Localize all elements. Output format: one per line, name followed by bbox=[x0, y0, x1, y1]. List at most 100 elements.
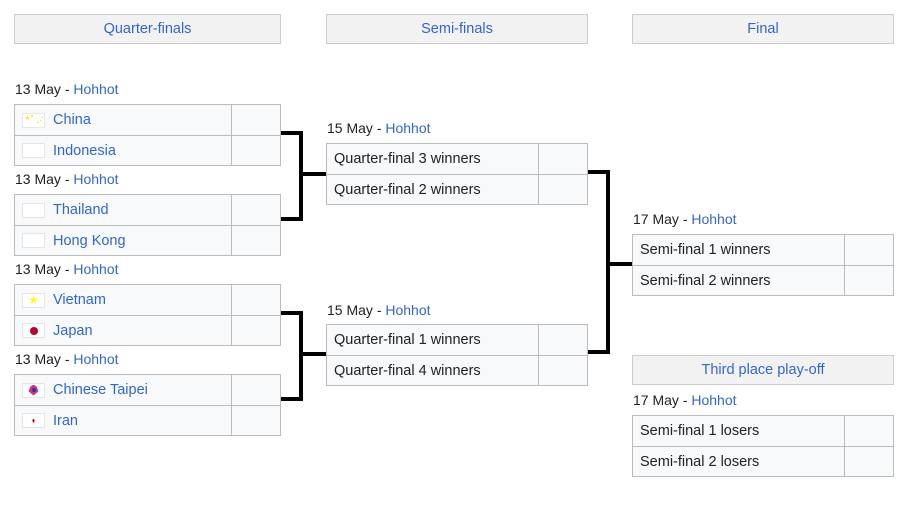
score-cell bbox=[232, 136, 280, 165]
match-row[interactable]: Semi-final 2 losers bbox=[633, 446, 893, 476]
score-cell bbox=[539, 144, 587, 174]
match-row[interactable]: Vietnam bbox=[15, 285, 280, 315]
connector-qf2-to-sf1 bbox=[281, 217, 303, 221]
match-row[interactable]: Iran bbox=[15, 405, 280, 435]
team-name[interactable]: Iran bbox=[53, 412, 78, 429]
score-cell bbox=[845, 447, 893, 476]
match-date-sf2: 15 May - Hohhot bbox=[327, 302, 431, 318]
match-row[interactable]: Indonesia bbox=[15, 135, 280, 165]
connector-sf1-stem bbox=[299, 172, 326, 176]
venue-link[interactable]: Hohhot bbox=[385, 302, 431, 318]
venue-link[interactable]: Hohhot bbox=[73, 351, 119, 367]
team-cell[interactable]: Indonesia bbox=[15, 136, 232, 165]
connector-vertical-sf1-upper bbox=[299, 131, 303, 221]
team-name[interactable]: Thailand bbox=[53, 202, 109, 218]
team-name[interactable]: China bbox=[53, 112, 91, 128]
match-date-qf4: 13 May - Hohhot bbox=[15, 351, 119, 367]
venue-link[interactable]: Hohhot bbox=[73, 261, 119, 277]
score-cell bbox=[232, 226, 280, 255]
match-sf1: Quarter-final 3 winners Quarter-final 2 … bbox=[326, 143, 588, 205]
team-name: Quarter-final 1 winners bbox=[334, 332, 481, 348]
match-qf3: Vietnam Japan bbox=[14, 284, 281, 346]
team-cell: Quarter-final 3 winners bbox=[327, 144, 539, 174]
connector-vertical-sf2-lower bbox=[299, 311, 303, 401]
round-header-third-place[interactable]: Third place play-off bbox=[632, 355, 894, 385]
match-row[interactable]: Quarter-final 4 winners bbox=[327, 355, 587, 385]
date-separator: - bbox=[376, 120, 382, 136]
date-separator: - bbox=[64, 351, 70, 367]
match-row[interactable]: Chinese Taipei bbox=[15, 375, 280, 405]
team-cell: Quarter-final 4 winners bbox=[327, 356, 539, 385]
venue-link[interactable]: Hohhot bbox=[385, 120, 431, 136]
score-cell bbox=[845, 416, 893, 446]
match-row[interactable]: Thailand bbox=[15, 195, 280, 225]
connector-sf2-stem bbox=[299, 352, 326, 356]
team-name[interactable]: Vietnam bbox=[53, 292, 106, 308]
flag-iran-icon bbox=[22, 413, 45, 428]
date-text: 15 May bbox=[327, 120, 373, 136]
date-text: 17 May bbox=[633, 211, 679, 227]
team-cell[interactable]: Vietnam bbox=[15, 285, 232, 315]
team-name: Semi-final 2 winners bbox=[640, 272, 771, 289]
match-row[interactable]: Hong Kong bbox=[15, 225, 280, 255]
match-third-place: Semi-final 1 losers Semi-final 2 losers bbox=[632, 415, 894, 477]
team-name: Quarter-final 2 winners bbox=[334, 181, 481, 198]
round-header-semi-finals[interactable]: Semi-finals bbox=[326, 14, 588, 44]
match-date-qf1: 13 May - Hohhot bbox=[15, 81, 119, 97]
team-cell[interactable]: Iran bbox=[15, 406, 232, 435]
team-name[interactable]: Chinese Taipei bbox=[53, 382, 148, 398]
team-name: Quarter-final 4 winners bbox=[334, 362, 481, 379]
team-name: Semi-final 1 winners bbox=[640, 242, 771, 258]
match-date-qf3: 13 May - Hohhot bbox=[15, 261, 119, 277]
match-row[interactable]: Quarter-final 2 winners bbox=[327, 174, 587, 204]
team-name[interactable]: Indonesia bbox=[53, 142, 116, 159]
team-cell[interactable]: Chinese Taipei bbox=[15, 375, 232, 405]
score-cell bbox=[232, 195, 280, 225]
date-text: 13 May bbox=[15, 351, 61, 367]
team-name[interactable]: Japan bbox=[53, 322, 93, 339]
score-cell bbox=[232, 375, 280, 405]
match-row[interactable]: Semi-final 1 losers bbox=[633, 416, 893, 446]
team-cell: Quarter-final 2 winners bbox=[327, 175, 539, 204]
match-sf2: Quarter-final 1 winners Quarter-final 4 … bbox=[326, 324, 588, 386]
date-text: 13 May bbox=[15, 171, 61, 187]
flag-vietnam-icon bbox=[22, 292, 45, 308]
connector-qf4-to-sf2 bbox=[281, 397, 303, 401]
venue-link[interactable]: Hohhot bbox=[691, 392, 737, 408]
team-cell[interactable]: China bbox=[15, 105, 232, 135]
match-row[interactable]: Semi-final 1 winners bbox=[633, 235, 893, 265]
connector-sf2-to-final bbox=[588, 350, 610, 354]
flag-japan-icon bbox=[22, 323, 45, 338]
score-cell bbox=[845, 235, 893, 265]
team-name: Quarter-final 3 winners bbox=[334, 151, 481, 167]
match-row[interactable]: Quarter-final 1 winners bbox=[327, 325, 587, 355]
venue-link[interactable]: Hohhot bbox=[73, 171, 119, 187]
round-header-label: Third place play-off bbox=[701, 362, 825, 378]
team-cell[interactable]: Japan bbox=[15, 316, 232, 345]
venue-link[interactable]: Hohhot bbox=[691, 211, 737, 227]
team-cell[interactable]: Thailand bbox=[15, 195, 232, 225]
connector-qf1-to-sf1 bbox=[281, 131, 303, 135]
round-header-label: Quarter-finals bbox=[103, 21, 192, 37]
match-row[interactable]: Semi-final 2 winners bbox=[633, 265, 893, 295]
match-row[interactable]: Japan bbox=[15, 315, 280, 345]
flag-china-icon bbox=[22, 112, 45, 128]
round-header-final[interactable]: Final bbox=[632, 14, 894, 44]
connector-sf1-to-final bbox=[588, 170, 610, 174]
match-row[interactable]: China bbox=[15, 105, 280, 135]
match-row[interactable]: Quarter-final 3 winners bbox=[327, 144, 587, 174]
date-separator: - bbox=[682, 211, 688, 227]
match-date-sf1: 15 May - Hohhot bbox=[327, 120, 431, 136]
match-final: Semi-final 1 winners Semi-final 2 winner… bbox=[632, 234, 894, 296]
date-text: 15 May bbox=[327, 302, 373, 318]
team-name: Semi-final 1 losers bbox=[640, 423, 760, 439]
round-header-quarter-finals[interactable]: Quarter-finals bbox=[14, 14, 281, 44]
match-date-qf2: 13 May - Hohhot bbox=[15, 171, 119, 187]
team-name: Semi-final 2 losers bbox=[640, 453, 760, 470]
flag-hong-kong-icon bbox=[22, 233, 45, 248]
team-name[interactable]: Hong Kong bbox=[53, 232, 126, 249]
team-cell[interactable]: Hong Kong bbox=[15, 226, 232, 255]
score-cell bbox=[232, 316, 280, 345]
venue-link[interactable]: Hohhot bbox=[73, 81, 119, 97]
